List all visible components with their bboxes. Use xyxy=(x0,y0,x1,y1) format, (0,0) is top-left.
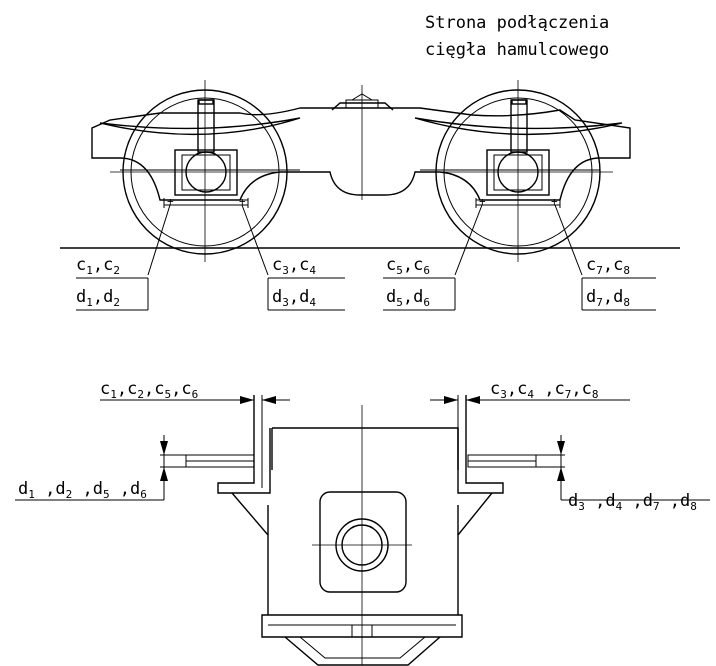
section-view: c1,c2,c5,c6 c3,c4 ,c7,c8 d1 ,d2 ,d5 ,d6 xyxy=(15,379,710,666)
title-line-2: cięgła hamulcowego xyxy=(425,40,609,60)
svg-text:d3,d4: d3,d4 xyxy=(272,287,316,309)
svg-text:+: + xyxy=(479,195,486,208)
dimension-d-left: d1 ,d2 ,d5 ,d6 xyxy=(15,435,186,501)
leaf-spring-right xyxy=(414,117,623,136)
callout-c5c6-d5d6: c5,c6 d5,d6 xyxy=(383,255,456,311)
hanger-right xyxy=(510,99,528,153)
svg-text:d5,d6: d5,d6 xyxy=(386,287,430,309)
title-line-1: Strona podłączenia xyxy=(425,13,609,33)
svg-text:+: + xyxy=(239,195,246,208)
bogie-frame xyxy=(91,85,631,201)
svg-text:d1 ,d2 ,d5 ,d6: d1 ,d2 ,d5 ,d6 xyxy=(18,479,147,501)
wheel-left xyxy=(110,80,300,262)
dimension-c-right: c3,c4 ,c7,c8 xyxy=(430,379,630,404)
axle-box-right: + + xyxy=(475,149,561,208)
axle-box-left: + + xyxy=(163,149,249,208)
svg-text:+: + xyxy=(551,195,558,208)
label-c: c xyxy=(76,255,86,275)
dimension-c-left: c1,c2,c5,c6 xyxy=(100,379,290,404)
svg-text:c3,c4: c3,c4 xyxy=(272,255,316,277)
title-block: Strona podłączenia cięgła hamulcowego xyxy=(425,13,609,60)
svg-text:c7,c8: c7,c8 xyxy=(586,255,630,277)
callout-c3c4-d3d4: c3,c4 d3,d4 xyxy=(267,255,345,311)
leaf-spring-left xyxy=(99,117,301,136)
center-pivot xyxy=(331,93,394,111)
svg-text:d1,d2: d1,d2 xyxy=(76,287,120,309)
bogie-side-view: + + + + c1,c2 d1,d2 xyxy=(60,80,680,311)
hanger-left xyxy=(197,99,215,153)
svg-text:c1,c2,c5,c6: c1,c2,c5,c6 xyxy=(100,379,198,401)
svg-text:d7,d8: d7,d8 xyxy=(586,287,630,309)
axle-box-section xyxy=(319,491,407,593)
leader-lines xyxy=(147,204,583,276)
svg-text:+: + xyxy=(167,195,174,208)
wheel-right xyxy=(423,80,613,262)
svg-text:c1,c2: c1,c2 xyxy=(76,255,120,277)
svg-text:d3 ,d4 ,d7 ,d8: d3 ,d4 ,d7 ,d8 xyxy=(568,491,697,513)
callout-c7c8-d7d8: c7,c8 d7,d8 xyxy=(581,255,656,311)
dimension-d-right: d3 ,d4 ,d7 ,d8 xyxy=(536,435,710,513)
callout-c1c2-d1d2: c1,c2 d1,d2 xyxy=(76,255,149,311)
svg-text:c3,c4 ,c7,c8: c3,c4 ,c7,c8 xyxy=(490,379,598,401)
svg-text:c5,c6: c5,c6 xyxy=(386,255,430,277)
